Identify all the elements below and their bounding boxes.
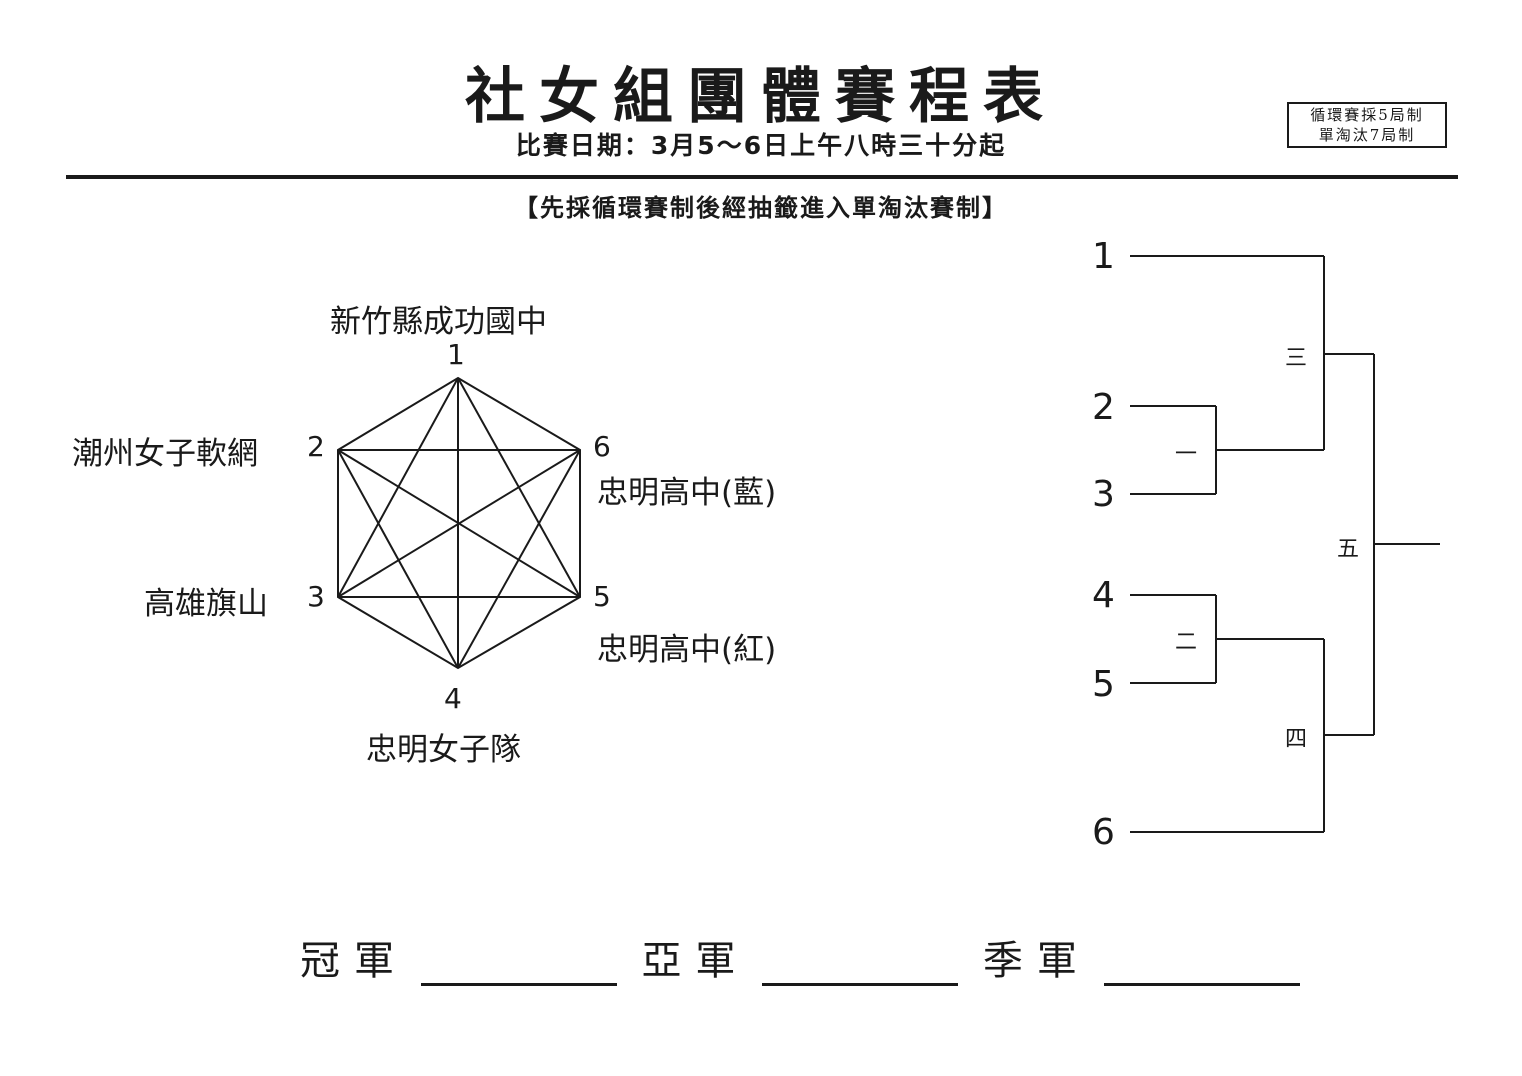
bracket-seed-1: 1 [1092, 236, 1115, 277]
match-6-4 [457, 449, 581, 669]
awards-row: 冠軍 亞軍 季軍 [300, 928, 1312, 986]
tournament-format-subtitle: 【先採循環賽制後經抽籤進入單淘汰賽制】 [514, 194, 1008, 222]
third-place-blank[interactable] [1103, 943, 1300, 986]
third-place-label: 季軍 [982, 938, 1091, 984]
match-date: 比賽日期：3月5～6日上午八時三十分起 [515, 131, 1007, 160]
hexagon-lines [337, 376, 581, 670]
page-title: 社女組團體賽程表 [465, 62, 1057, 132]
elimination-bracket-lines [1130, 255, 1440, 833]
round-label-4: 四 [1285, 727, 1308, 752]
format-note-box: 循環賽採5局制 單淘汰7局制 [1287, 102, 1447, 148]
team-6-seed: 6 [593, 430, 611, 463]
round-label-1: 一 [1175, 442, 1198, 467]
runner-up-blank[interactable] [762, 943, 959, 986]
match-6-3 [337, 449, 581, 598]
team-4-seed: 4 [444, 682, 462, 715]
team-6-name: 忠明高中(藍) [597, 475, 777, 511]
team-2-name: 潮州女子軟網 [72, 436, 258, 472]
team-2-seed: 2 [307, 430, 325, 463]
champion-blank[interactable] [420, 943, 617, 986]
team-3-name: 高雄旗山 [144, 586, 268, 622]
round-label-3: 三 [1285, 346, 1308, 371]
round-robin-format: 循環賽採5局制 [1310, 106, 1424, 124]
bracket-seed-6: 6 [1092, 812, 1115, 853]
team-5-seed: 5 [593, 580, 611, 613]
round-label-5: 五 [1337, 537, 1360, 562]
round-label-2: 二 [1175, 630, 1198, 655]
bracket-seed-3: 3 [1092, 474, 1115, 515]
elimination-format: 單淘汰7局制 [1318, 126, 1416, 144]
header-divider [66, 175, 1458, 179]
champion-label: 冠軍 [300, 938, 408, 984]
team-4-name: 忠明女子隊 [366, 732, 521, 768]
match-2-4 [337, 449, 459, 669]
bracket-seed-2: 2 [1092, 387, 1115, 428]
bracket-seed-4: 4 [1092, 575, 1115, 616]
runner-up-label: 亞軍 [641, 938, 750, 984]
bracket-seed-5: 5 [1092, 664, 1115, 705]
team-5-name: 忠明高中(紅) [597, 632, 777, 668]
team-1-name: 新竹縣成功國中 [330, 304, 547, 340]
team-1-seed: 1 [447, 338, 465, 371]
team-3-seed: 3 [307, 580, 325, 613]
